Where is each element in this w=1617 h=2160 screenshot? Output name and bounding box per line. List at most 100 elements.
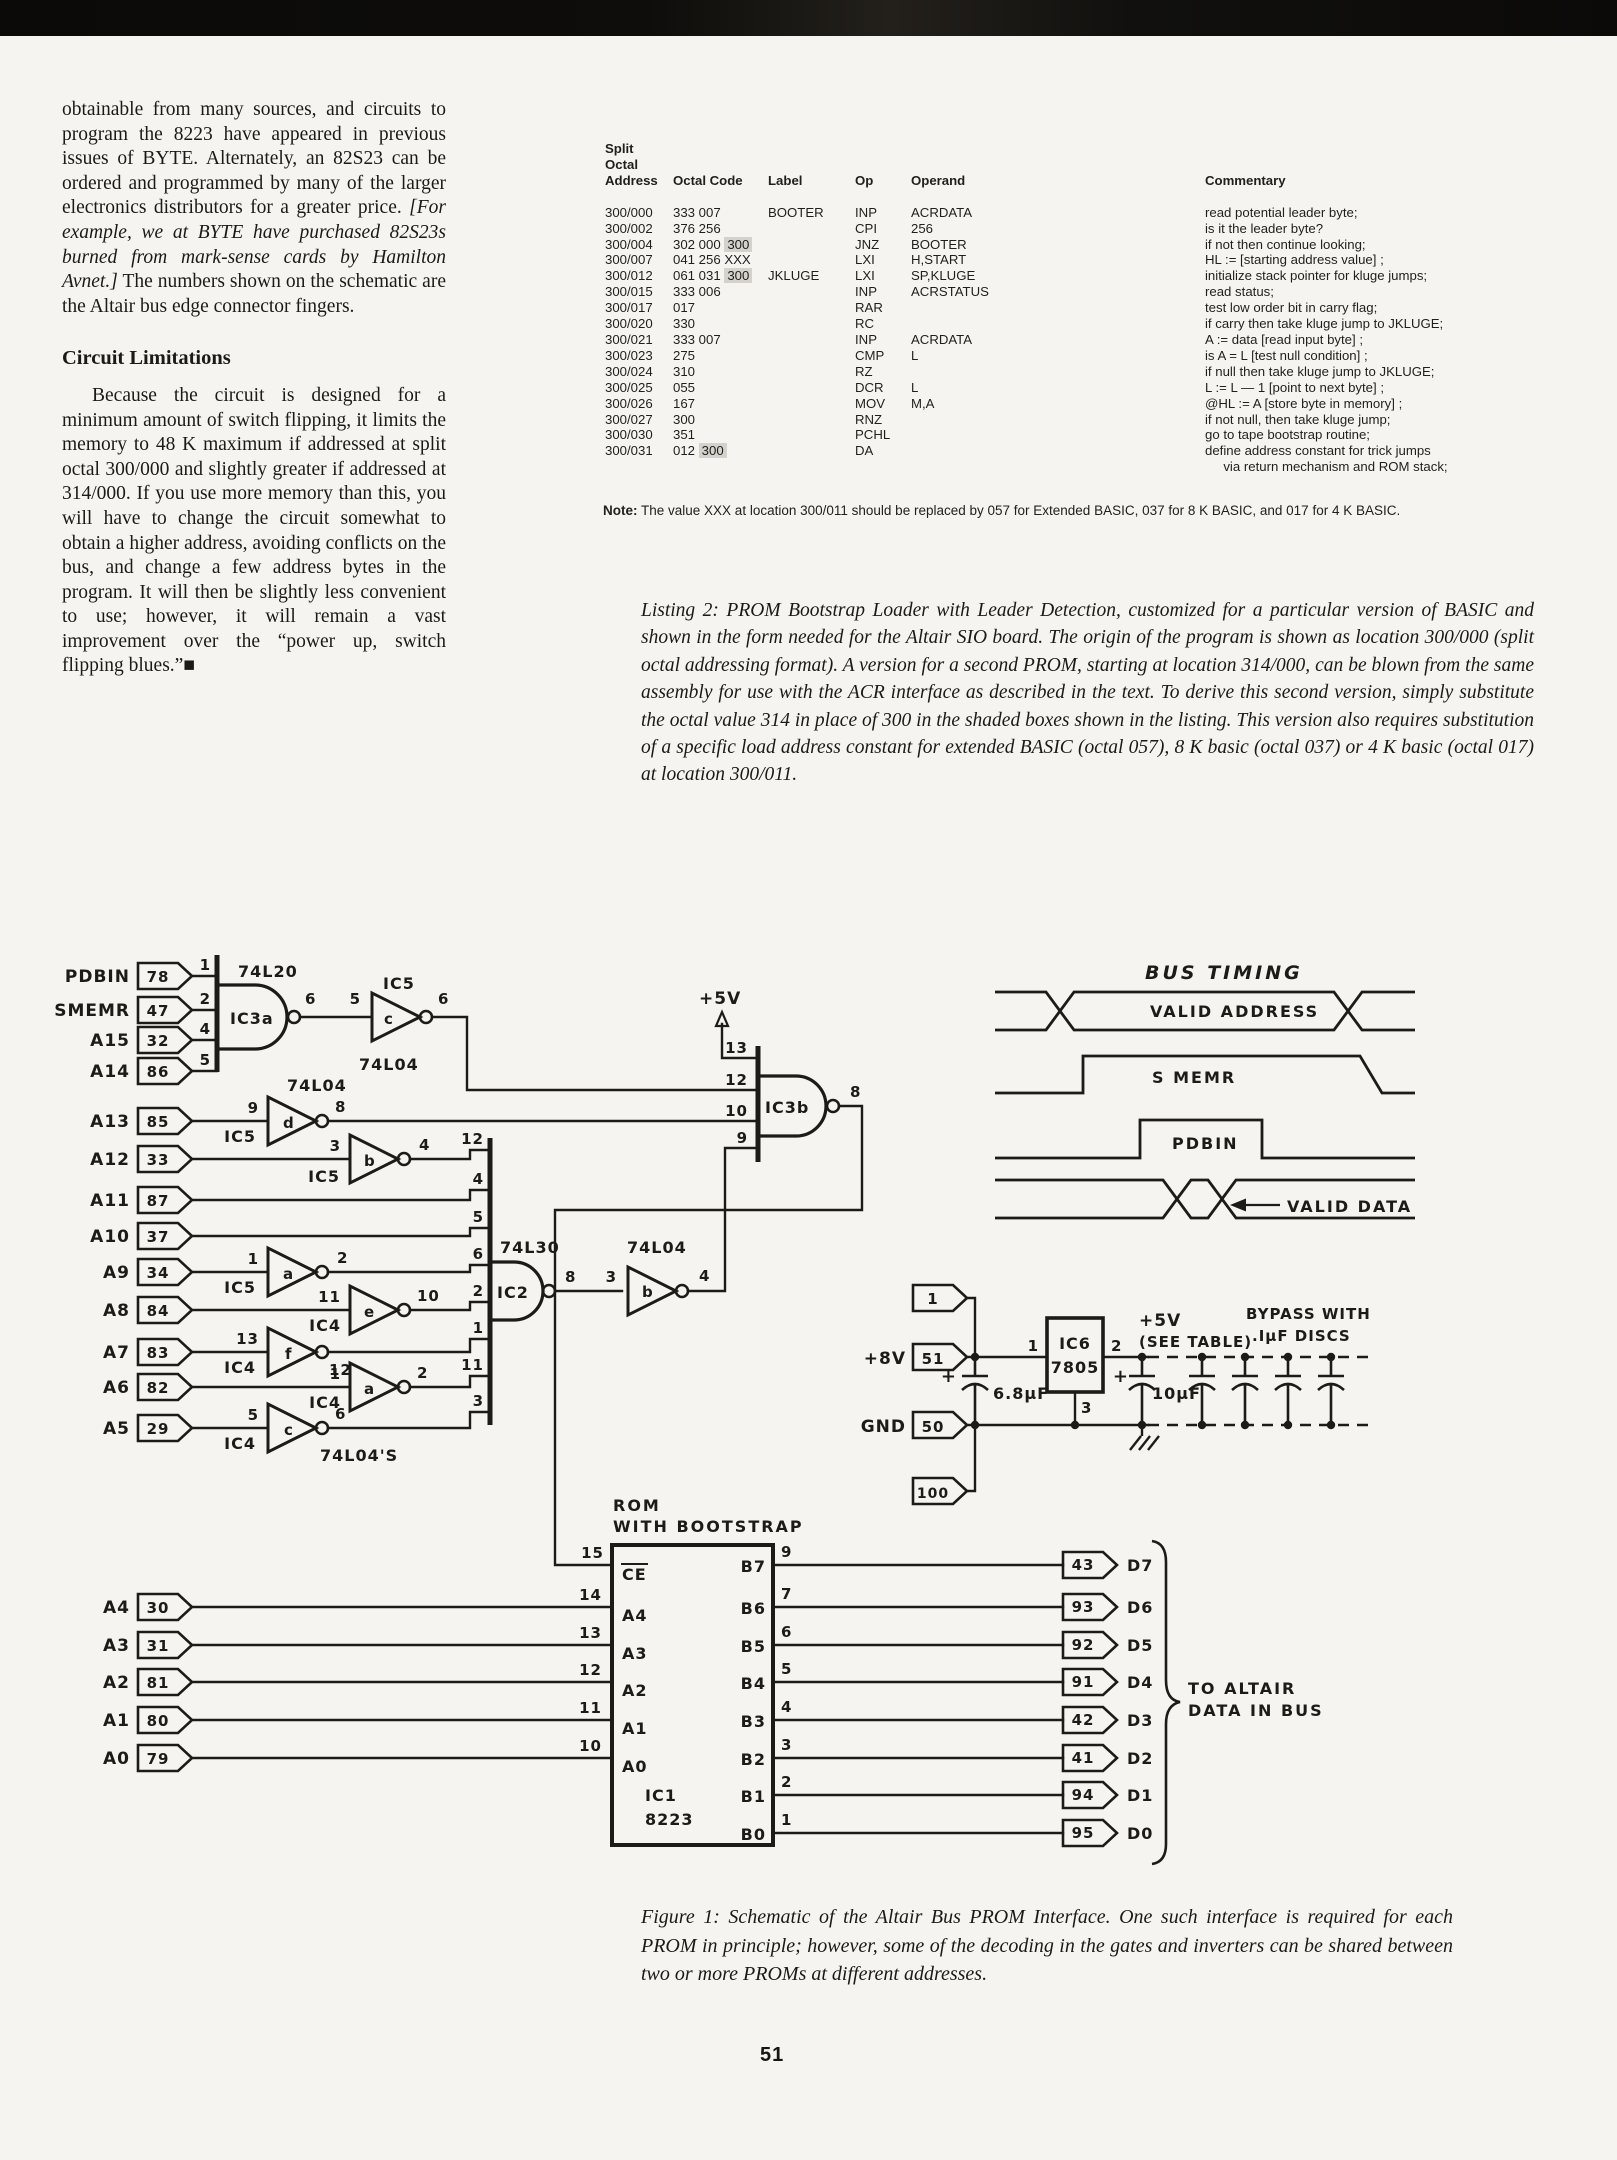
ic4c-inverter xyxy=(266,1401,320,1455)
schematic-label: SMEMR xyxy=(54,1001,130,1021)
cell-op: MOV xyxy=(855,395,886,411)
cell-op: CMP xyxy=(855,347,885,363)
ic6-7805-regulator xyxy=(1045,1316,1105,1394)
schematic-label: A3 xyxy=(622,1644,648,1663)
capacitor xyxy=(1274,1357,1302,1425)
connector-flag xyxy=(1061,1592,1119,1622)
cell-op: CPI xyxy=(855,220,877,236)
smemr-waveform xyxy=(995,1054,1415,1095)
schematic-label: 6 xyxy=(305,990,316,1008)
connector-flag xyxy=(136,1025,194,1055)
schematic-label: S MEMR xyxy=(1152,1068,1236,1087)
schematic-label: IC4 xyxy=(309,1393,341,1412)
schematic-label: IC1 xyxy=(645,1786,677,1805)
ic3a-nand-gate xyxy=(215,983,289,1051)
connector-flag xyxy=(1061,1705,1119,1735)
schematic-label: 3 xyxy=(473,1392,484,1410)
cell-commentary: define address constant for trick jumps … xyxy=(1205,443,1448,475)
listing-column-header: Octal Code xyxy=(673,172,743,188)
schematic-label: VALID ADDRESS xyxy=(1150,1002,1319,1021)
schematic-label: 9 xyxy=(781,1543,792,1561)
schematic-label: A14 xyxy=(90,1062,130,1082)
schematic-label: 83 xyxy=(147,1344,170,1362)
connector-flag xyxy=(911,1283,969,1313)
connector-flag xyxy=(1061,1550,1119,1580)
schematic-label: 10 xyxy=(579,1737,602,1755)
schematic-label: 74L30 xyxy=(500,1238,560,1257)
connector-flag xyxy=(136,1144,194,1174)
cell-address: 300/004 xyxy=(605,236,653,252)
cell-commentary: if null then take kluge jump to JKLUGE; xyxy=(1205,363,1435,379)
schematic-label: 29 xyxy=(147,1420,170,1438)
cell-octal-code: 333 007 xyxy=(673,331,721,347)
schematic-label: 94 xyxy=(1072,1786,1095,1804)
schematic-label: 8223 xyxy=(645,1810,694,1829)
page-top-black-bar xyxy=(0,0,1617,36)
schematic-label: IC4 xyxy=(224,1358,256,1377)
schematic-label: 8 xyxy=(565,1268,576,1286)
schematic-label: 2 xyxy=(417,1364,428,1382)
schematic-label: 2 xyxy=(1111,1337,1122,1355)
cell-operand: 256 xyxy=(911,220,934,236)
cell-label: BOOTER xyxy=(768,204,824,220)
schematic-label: 12 xyxy=(725,1071,748,1089)
section-heading: Circuit Limitations xyxy=(62,347,231,370)
cell-op: INP xyxy=(855,204,877,220)
schematic-label: 93 xyxy=(1072,1598,1095,1616)
ic3a-output-bubble xyxy=(286,1009,302,1025)
schematic-label: 13 xyxy=(725,1039,748,1057)
schematic-label: IC6 xyxy=(1059,1334,1091,1353)
schematic-label: b xyxy=(642,1283,654,1301)
listing-2-caption: Listing 2: PROM Bootstrap Loader with Le… xyxy=(641,600,1534,786)
connector-flag xyxy=(136,1295,194,1325)
schematic-label: 74L20 xyxy=(238,962,298,981)
ic5c-inverter xyxy=(370,990,424,1044)
cell-op: DA xyxy=(855,443,874,459)
schematic-label: 9 xyxy=(737,1129,748,1147)
schematic-label: c xyxy=(284,1421,294,1439)
junction-dot xyxy=(1240,1420,1250,1430)
schematic-label: 1 xyxy=(200,956,211,974)
schematic-label: 33 xyxy=(147,1151,170,1169)
schematic-label: f xyxy=(285,1345,293,1363)
schematic-label: D4 xyxy=(1127,1673,1153,1692)
schematic-label: 11 xyxy=(318,1288,341,1306)
junction-dot xyxy=(1197,1420,1207,1430)
schematic-label: b xyxy=(364,1152,376,1170)
cell-operand: H,START xyxy=(911,252,967,268)
schematic-label: 92 xyxy=(1072,1636,1095,1654)
ground-symbol xyxy=(1129,1425,1160,1451)
connector-flag xyxy=(136,1705,194,1735)
connector-flag xyxy=(1061,1818,1119,1848)
schematic-label: 91 xyxy=(1072,1673,1095,1691)
ic4a-inverter xyxy=(348,1360,402,1414)
ic1-8223-rom xyxy=(610,1543,775,1847)
cell-op: JNZ xyxy=(855,236,880,252)
schematic-label: A9 xyxy=(103,1263,130,1283)
capacitors xyxy=(961,1357,1345,1425)
paragraph-text: The numbers shown on the schematic are t… xyxy=(62,271,446,317)
cell-address: 300/015 xyxy=(605,284,653,300)
schematic-label: 7805 xyxy=(1051,1358,1100,1377)
schematic-label: IC2 xyxy=(497,1283,529,1302)
schematic-label: 32 xyxy=(147,1032,170,1050)
article-paragraph-2: Because the circuit is designed for a mi… xyxy=(62,384,446,677)
ic4e-inverter xyxy=(348,1283,402,1337)
article-column: obtainable from many sources, and circui… xyxy=(62,98,446,679)
schematic-label: 6 xyxy=(473,1245,484,1263)
schematic-label: 51 xyxy=(922,1350,945,1368)
schematic-label: + xyxy=(1113,1366,1129,1387)
cell-commentary: read status; xyxy=(1205,284,1274,300)
schematic-label: 9 xyxy=(248,1099,259,1117)
schematic-label: 12 xyxy=(329,1361,352,1379)
schematic-label: A4 xyxy=(622,1606,648,1625)
schematic-label: IC5 xyxy=(224,1127,256,1146)
cell-address: 300/012 xyxy=(605,268,653,284)
connector-flag xyxy=(136,1056,194,1086)
